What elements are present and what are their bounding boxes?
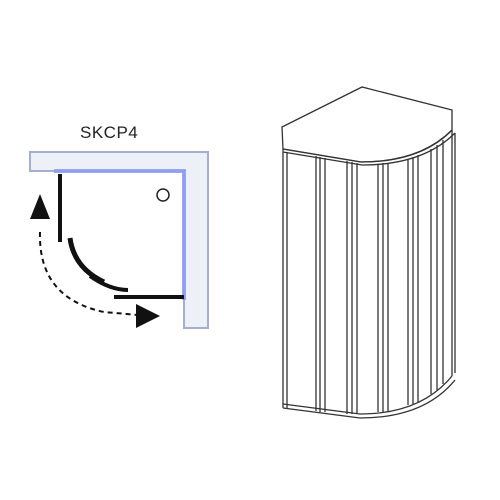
plan-wall-inner-edge — [54, 169, 186, 300]
plan-wall — [29, 151, 209, 329]
enclosure-bottom-edge — [282, 375, 453, 415]
plan-view — [29, 151, 209, 329]
drain-icon — [156, 188, 170, 202]
model-code-label: SKCP4 — [80, 123, 138, 142]
plan-door-curved-right — [88, 274, 129, 292]
plan-door-curved-left — [67, 237, 106, 285]
arrowhead-up-icon — [30, 194, 50, 219]
enclosure-top-tray — [281, 86, 453, 163]
enclosure-top-rim — [282, 132, 456, 166]
arrowhead-right-icon — [136, 304, 160, 328]
enclosure-top-edge — [282, 129, 453, 163]
enclosure-view — [281, 86, 456, 419]
enclosure-bottom-rim — [282, 379, 456, 419]
